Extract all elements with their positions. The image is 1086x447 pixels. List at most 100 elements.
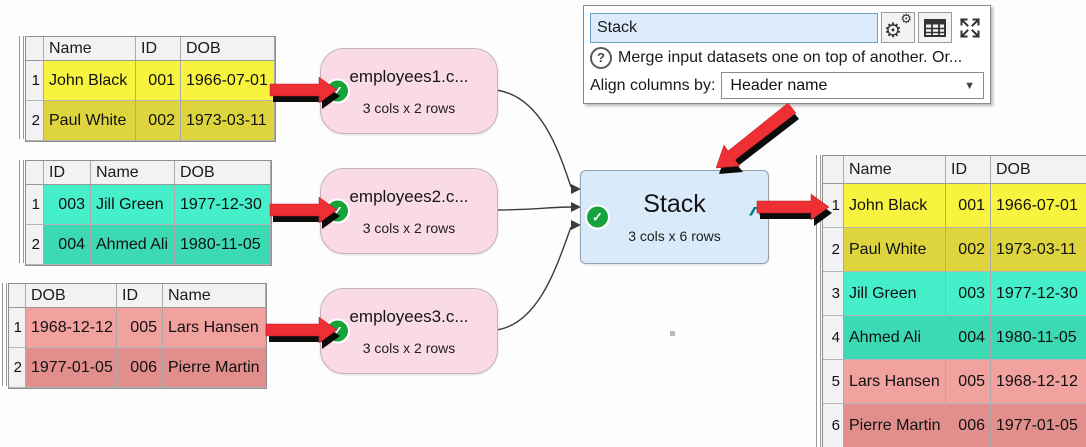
options-button[interactable]: ⚙ ⚙: [881, 10, 915, 43]
column-header: DOB: [26, 284, 117, 308]
table-icon: [924, 18, 946, 37]
cell: Jill Green: [91, 185, 175, 225]
input-table-1: Name ID DOB 1 John Black 001 1966-07-01 …: [25, 36, 276, 142]
dropdown-selected-value: Header name: [730, 76, 828, 94]
cell: 002: [946, 228, 991, 272]
cell: John Black: [844, 184, 946, 228]
status-ok-icon: ✓: [327, 320, 348, 342]
column-header: ID: [117, 284, 163, 308]
column-header: Name: [91, 161, 175, 185]
column-header: ID: [136, 37, 181, 61]
cell: 1980-11-05: [175, 225, 271, 265]
cell: 1966-07-01: [181, 61, 275, 101]
row-number: 2: [26, 225, 44, 265]
node-size-label: 3 cols x 6 rows: [628, 228, 721, 244]
help-icon[interactable]: ?: [590, 46, 612, 69]
cell: Lars Hansen: [163, 308, 266, 348]
connector-input2-stack: [495, 206, 572, 211]
window-edge-line: [19, 160, 24, 263]
window-edge-line: [19, 36, 24, 139]
cell: Lars Hansen: [844, 360, 946, 404]
node-title: employees2.c...: [349, 186, 469, 206]
align-columns-label: Align columns by:: [590, 76, 716, 94]
chevron-down-icon: ▼: [964, 79, 975, 92]
output-table: Name ID DOB 1 John Black 001 1966-07-01 …: [822, 155, 1086, 447]
maximize-icon: [959, 17, 980, 38]
cell: 1977-12-30: [175, 185, 271, 225]
corner-cell: [26, 37, 44, 61]
maximize-button[interactable]: [955, 12, 984, 43]
transform-description: Merge input datasets one on top of anoth…: [618, 48, 963, 66]
status-ok-icon: ✓: [327, 200, 348, 222]
connector-input1-stack: [495, 89, 572, 188]
align-columns-dropdown[interactable]: Header name ▼: [721, 72, 984, 99]
row-number: 2: [26, 101, 44, 141]
cell: Ahmed Ali: [91, 225, 175, 265]
column-header: DOB: [181, 37, 275, 61]
corner-cell: [26, 161, 44, 185]
node-stack[interactable]: ✓ Stack 3 cols x 6 rows ^: [580, 170, 769, 264]
column-header: Name: [44, 37, 136, 61]
node-title: Stack: [643, 190, 706, 218]
node-employees3[interactable]: ✓ employees3.c... 3 cols x 2 rows: [320, 288, 498, 374]
cell: 1977-01-05: [26, 348, 117, 388]
status-ok-icon: ✓: [587, 206, 608, 228]
stack-properties-panel: ⚙ ⚙: [583, 5, 991, 104]
input-table-3: DOB ID Name 1 1968-12-12 005 Lars Hansen…: [8, 283, 267, 389]
row-number: 1: [823, 184, 844, 228]
corner-cell: [823, 156, 844, 184]
cell: 003: [946, 272, 991, 316]
cell: 1980-11-05: [991, 316, 1086, 360]
status-ok-icon: ✓: [327, 80, 348, 102]
cell: 1968-12-12: [26, 308, 117, 348]
row-number: 4: [823, 316, 844, 360]
node-size-label: 3 cols x 2 rows: [362, 219, 456, 236]
gear-icon: ⚙ ⚙: [884, 10, 912, 42]
row-number: 1: [9, 308, 26, 348]
canvas-grid-dot: [670, 331, 675, 336]
row-number: 1: [26, 185, 44, 225]
show-table-button[interactable]: [918, 12, 952, 43]
cell: 1977-12-30: [991, 272, 1086, 316]
connector-input3-stack: [495, 226, 572, 331]
column-header: ID: [946, 156, 991, 184]
cell: 001: [946, 184, 991, 228]
row-number: 6: [823, 404, 844, 447]
cell: Pierre Martin: [844, 404, 946, 447]
column-header: ID: [44, 161, 91, 185]
cell: 004: [44, 225, 91, 265]
input-table-2: ID Name DOB 1 003 Jill Green 1977-12-30 …: [25, 160, 272, 266]
row-number: 3: [823, 272, 844, 316]
red-arrow-panel-to-stack: [715, 102, 797, 169]
node-employees2[interactable]: ✓ employees2.c... 3 cols x 2 rows: [320, 168, 498, 254]
cell: 1966-07-01: [991, 184, 1086, 228]
cell: Jill Green: [844, 272, 946, 316]
cell: Pierre Martin: [163, 348, 266, 388]
column-header: Name: [844, 156, 946, 184]
cell: John Black: [44, 61, 136, 101]
node-employees1[interactable]: ✓ employees1.c... 3 cols x 2 rows: [320, 48, 498, 134]
collapse-caret-icon[interactable]: ^: [748, 203, 764, 225]
cell: 1977-01-05: [991, 404, 1086, 447]
window-edge-line: [816, 155, 821, 447]
node-title: employees3.c...: [349, 306, 469, 326]
cell: 003: [44, 185, 91, 225]
column-header: Name: [163, 284, 266, 308]
cell: 006: [946, 404, 991, 447]
cell: 002: [136, 101, 181, 141]
node-name-input[interactable]: [590, 12, 878, 43]
cell: 1973-03-11: [181, 101, 275, 141]
node-size-label: 3 cols x 2 rows: [362, 99, 456, 116]
cell: Paul White: [44, 101, 136, 141]
row-number: 1: [26, 61, 44, 101]
node-size-label: 3 cols x 2 rows: [362, 339, 456, 356]
cell: Ahmed Ali: [844, 316, 946, 360]
column-header: DOB: [991, 156, 1086, 184]
cell: 005: [117, 308, 163, 348]
row-number: 5: [823, 360, 844, 404]
cell: 004: [946, 316, 991, 360]
row-number: 2: [823, 228, 844, 272]
window-edge-line: [2, 283, 7, 386]
cell: 005: [946, 360, 991, 404]
